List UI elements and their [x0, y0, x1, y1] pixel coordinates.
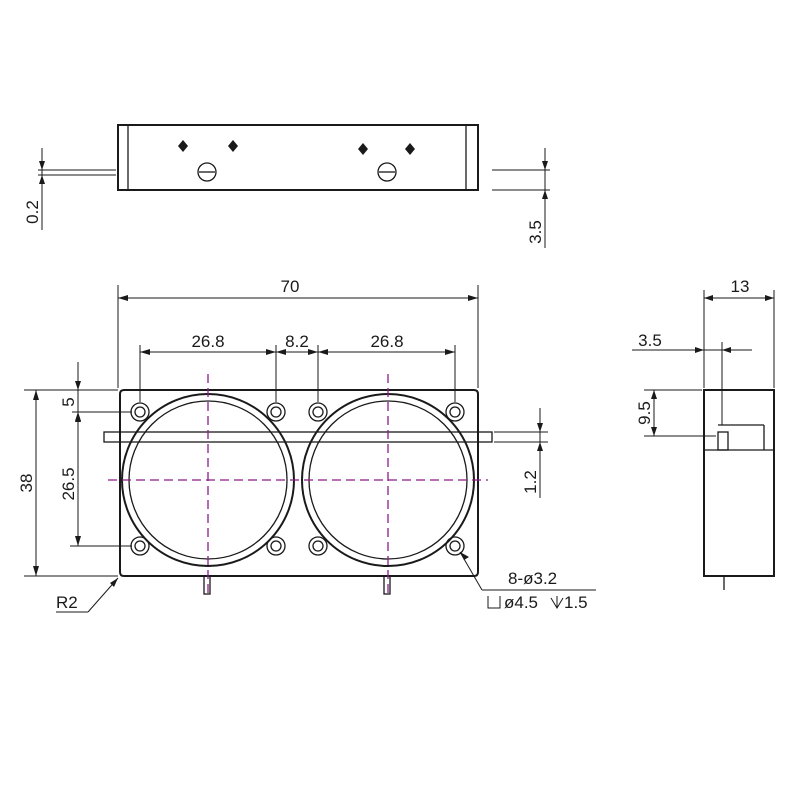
dim-top-left-gap: 0.2 [23, 148, 116, 230]
dim-text-center-spacing: 8.2 [285, 332, 309, 351]
flange [103, 431, 493, 443]
dim-side-step: 3.5 [632, 331, 752, 425]
dim-text-top-left-gap: 0.2 [23, 200, 42, 224]
slot-screw-icon [197, 162, 397, 182]
mounting-holes [130, 402, 465, 556]
dim-hole-edge-offset: 5 [59, 362, 132, 426]
dim-text-hole-edge-offset: 5 [59, 397, 78, 406]
dim-text-holes-spec: 8-ø3.2 [508, 569, 557, 588]
dim-flange-thickness: 1.2 [494, 408, 548, 498]
dim-text-overall-width: 70 [281, 277, 300, 296]
top-view-outline [117, 124, 479, 191]
dim-text-overall-height: 38 [17, 474, 36, 493]
dim-corner-radius: R2 [56, 577, 119, 613]
dim-holes-spec: 8-ø3.2 ø4.5 1.5 [459, 551, 596, 612]
dim-hole-vertical-spacing: 26.5 [59, 412, 132, 547]
side-view: 13 3.5 9.5 [632, 277, 775, 590]
dim-text-side-height: 9.5 [635, 401, 654, 425]
front-view-outline [119, 389, 479, 577]
dim-text-side-step: 3.5 [638, 331, 662, 350]
side-connector [717, 431, 729, 451]
dim-text-corner-radius: R2 [56, 593, 78, 612]
dim-hole-spacings: 26.8 8.2 26.8 [139, 332, 456, 402]
dim-text-top-right-thickness: 3.5 [526, 220, 545, 244]
dim-side-depth: 13 [703, 277, 775, 388]
depth-icon [550, 596, 564, 609]
dim-top-right-thickness: 3.5 [492, 148, 550, 248]
dim-text-right-spacing: 26.8 [370, 332, 403, 351]
centerlines [108, 374, 488, 598]
front-view: 70 26.8 8.2 26.8 38 [17, 277, 596, 613]
connector-pins [203, 575, 391, 595]
dim-text-counterbore-depth: 1.5 [564, 593, 588, 612]
dim-overall-height: 38 [17, 389, 118, 577]
dim-side-height: 9.5 [635, 389, 716, 437]
dim-text-left-spacing: 26.8 [191, 332, 224, 351]
top-view: 0.2 3.5 [23, 124, 550, 248]
dim-text-flange-thickness: 1.2 [521, 470, 540, 494]
dim-text-counterbore-spec: ø4.5 [504, 593, 538, 612]
dim-text-hole-vertical-spacing: 26.5 [59, 467, 78, 500]
screw-icon [178, 140, 415, 155]
dim-text-side-depth: 13 [731, 277, 750, 296]
dim-overall-width: 70 [117, 277, 479, 388]
side-view-outline [703, 389, 775, 577]
